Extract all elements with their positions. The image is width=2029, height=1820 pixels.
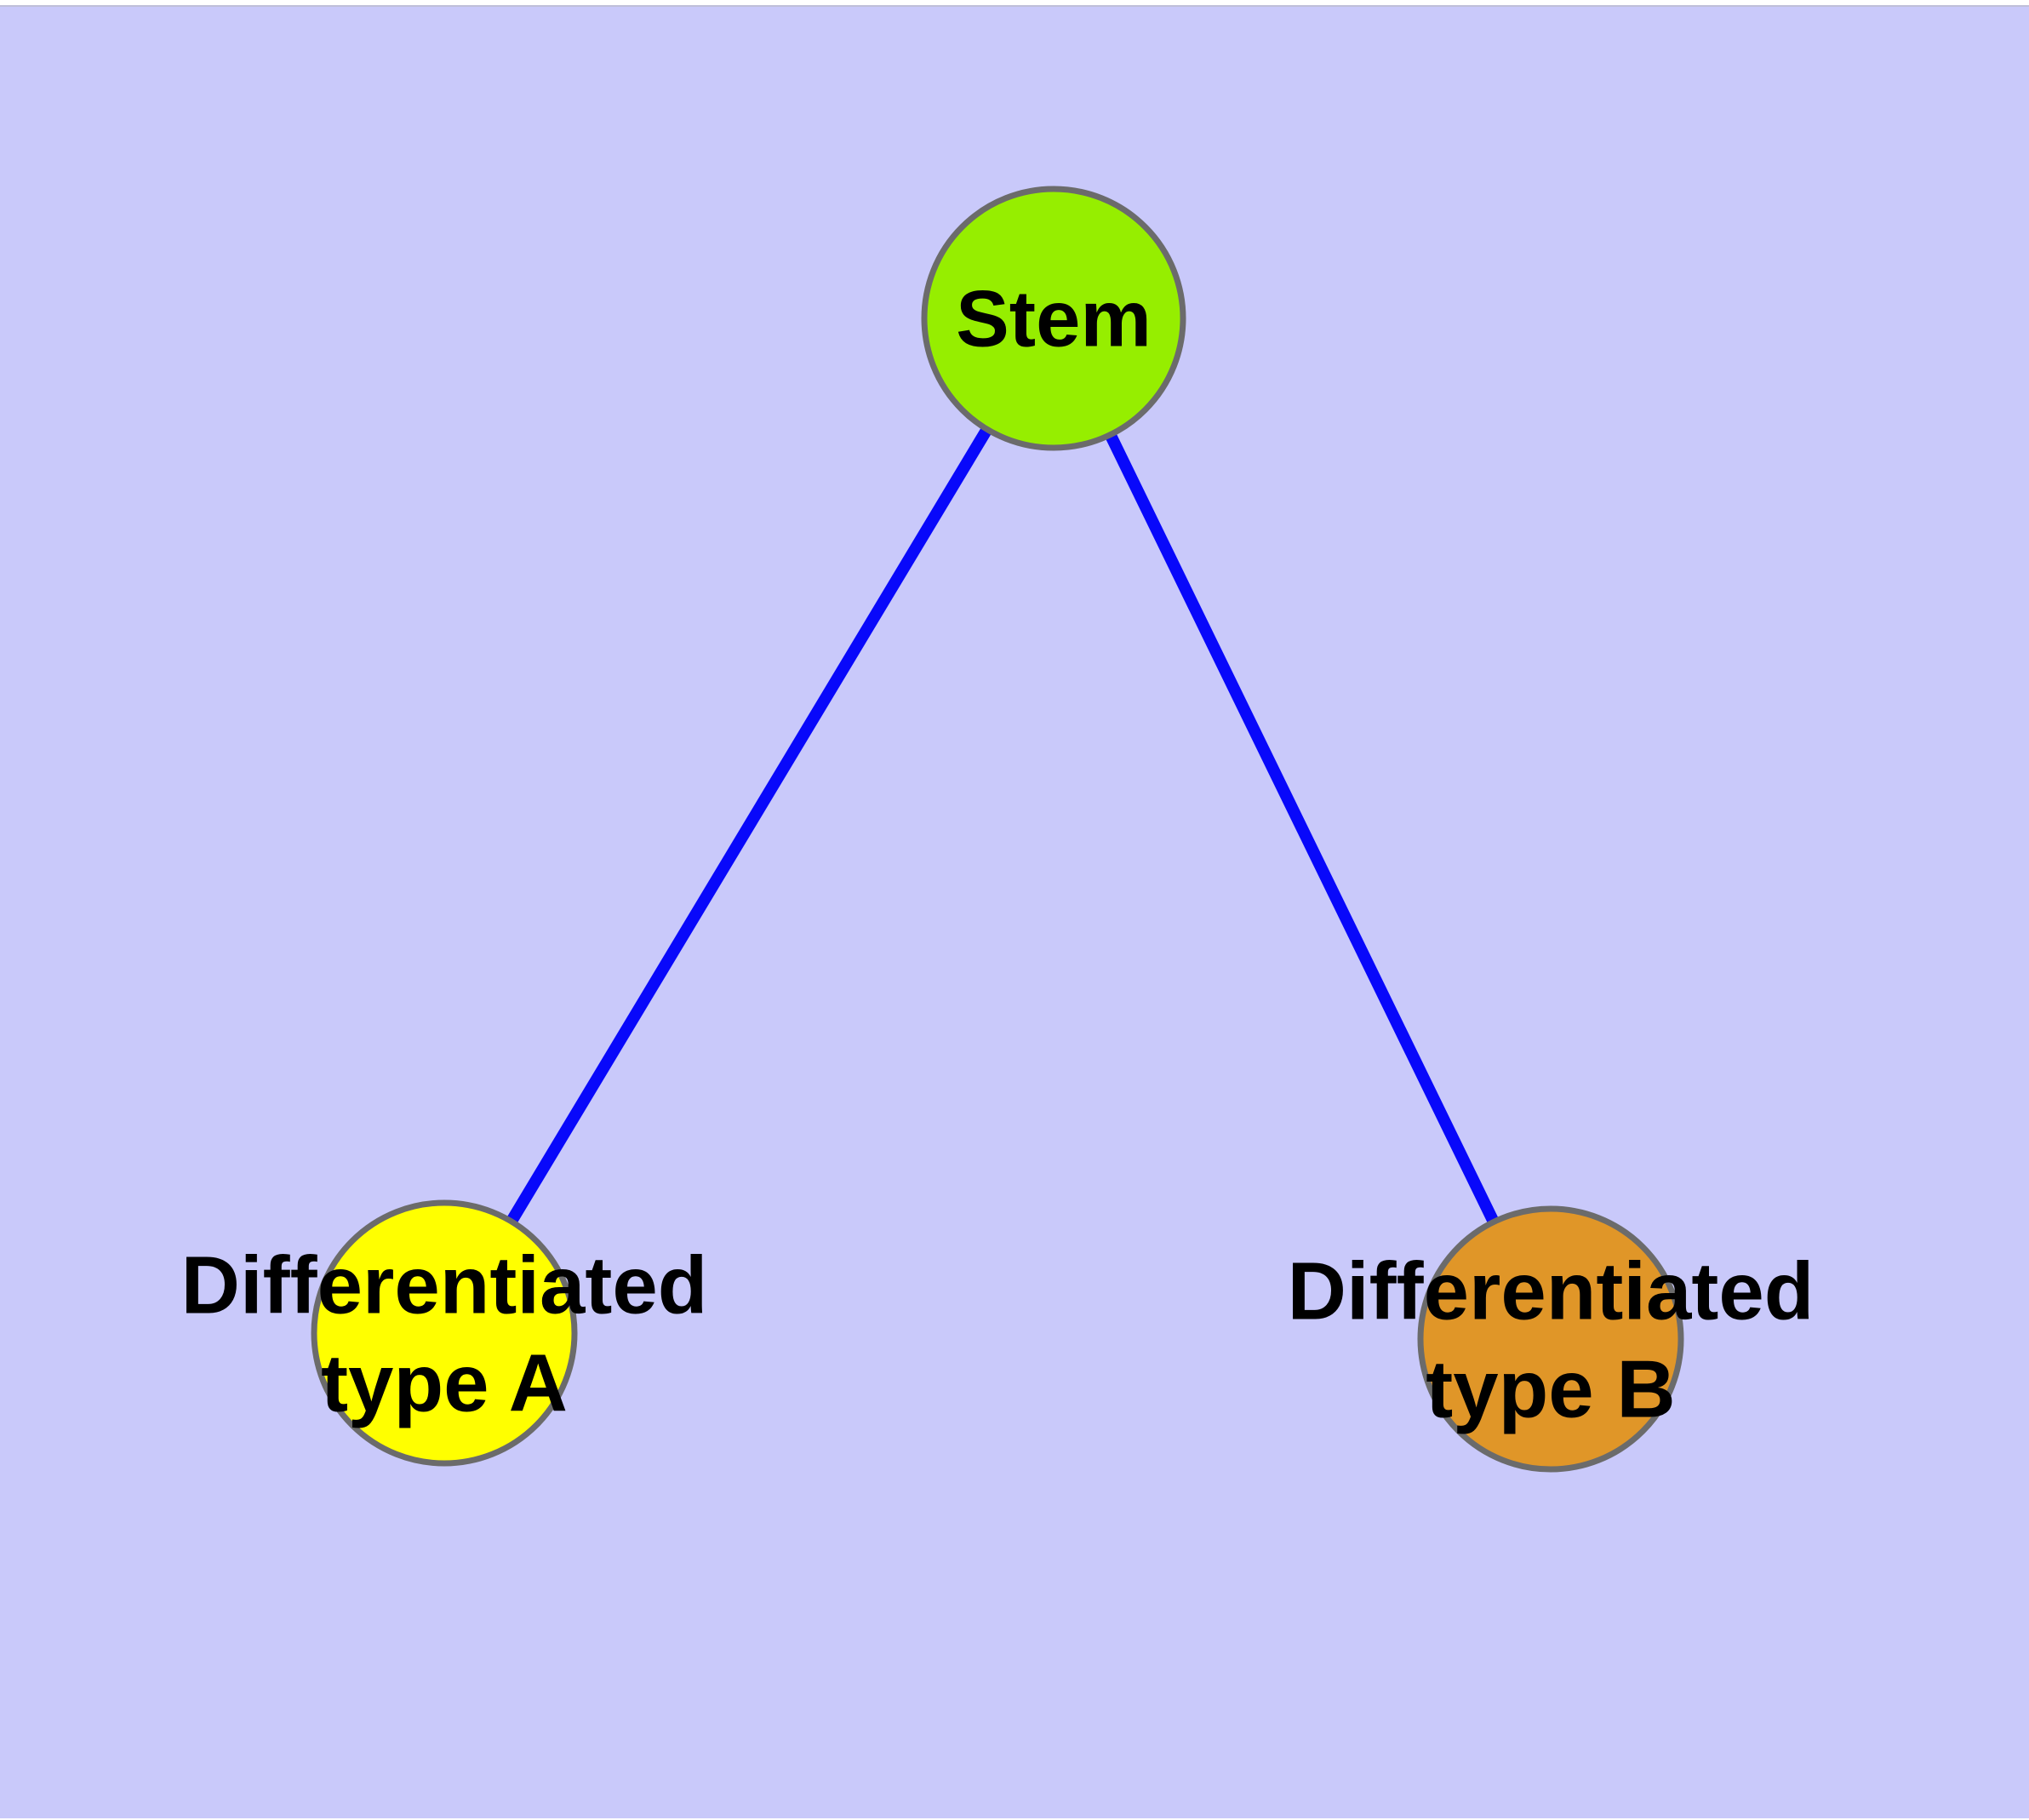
node-type-b-label-line1: Differentiated: [1288, 1246, 1815, 1337]
top-margin-strip: [0, 0, 2029, 5]
node-stem: [921, 186, 1186, 451]
node-type-b-label-line2: type B: [1426, 1344, 1675, 1435]
top-margin-line: [0, 5, 2029, 7]
node-type-a-label-line2: type A: [321, 1338, 568, 1429]
node-differentiated-type-b: [1417, 1205, 1684, 1473]
node-type-a-label-line1: Differentiated: [181, 1240, 708, 1331]
node-stem-label: Stem: [956, 274, 1152, 363]
node-differentiated-type-a: [311, 1199, 578, 1467]
edge-stem-to-type-b: [1048, 315, 1557, 1342]
bottom-margin-strip: [0, 1818, 2029, 1820]
edge-stem-to-type-a: [438, 315, 1060, 1336]
